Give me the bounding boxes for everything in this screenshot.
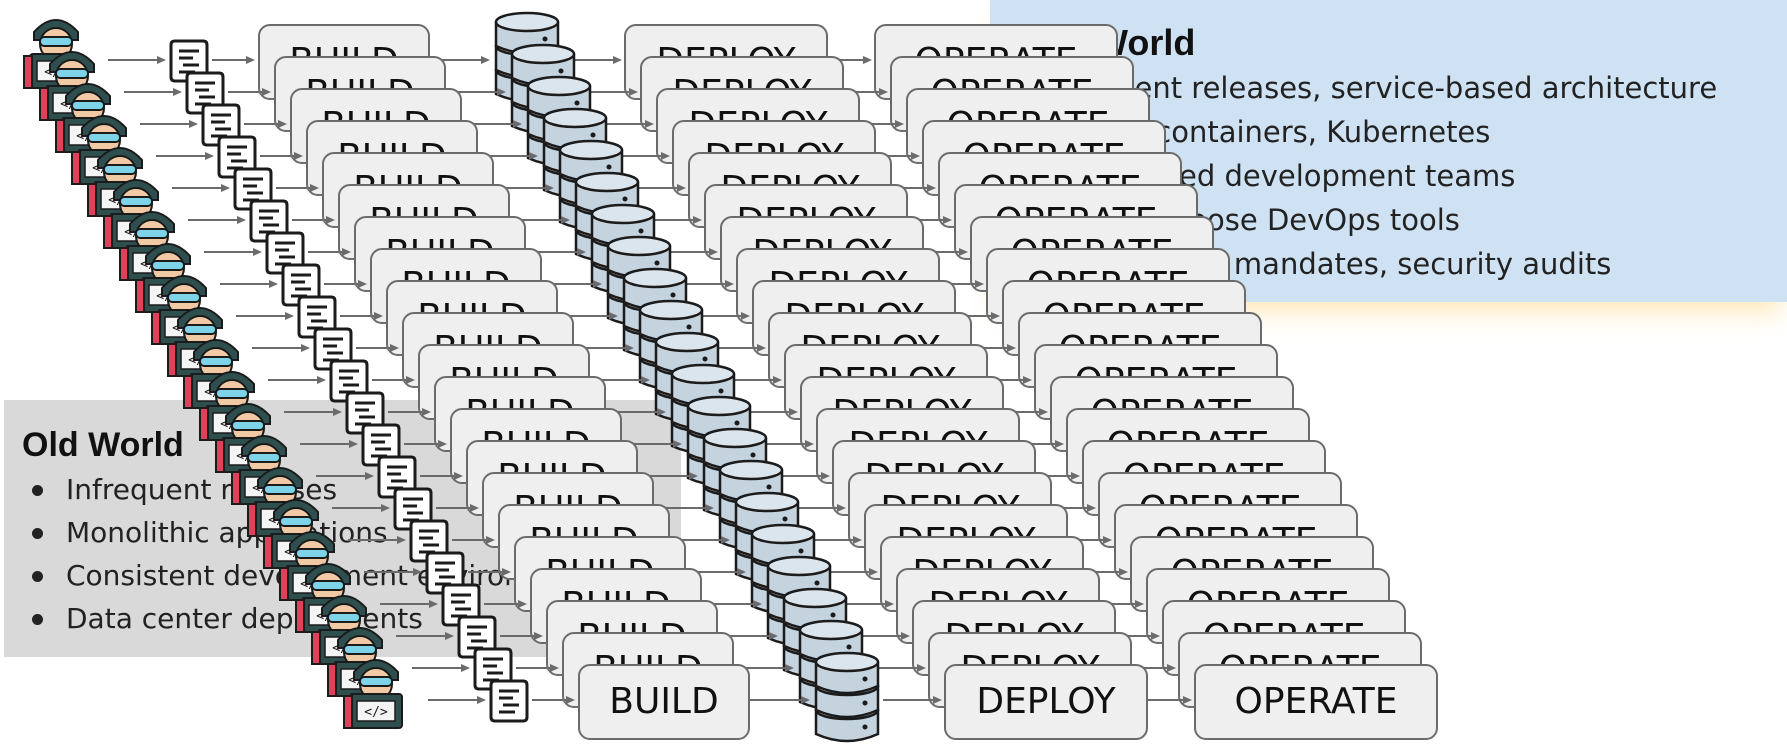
operate-box: OPERATE <box>1194 664 1438 740</box>
flow-arrow <box>324 280 367 288</box>
flow-arrow <box>292 216 335 224</box>
flow-arrow <box>220 280 278 288</box>
code-file-icon <box>489 679 529 723</box>
flow-arrow <box>883 696 942 704</box>
flow-arrow <box>204 248 262 256</box>
code-file-icon <box>281 263 321 307</box>
flow-arrow <box>276 184 319 192</box>
flow-arrow <box>316 472 374 480</box>
new-world-item: Frequent releases, service-based archite… <box>1010 66 1717 110</box>
build-box: BUILD <box>578 664 750 740</box>
flow-arrow <box>348 536 406 544</box>
flow-arrow <box>260 152 303 160</box>
flow-arrow <box>516 664 559 672</box>
flow-arrow <box>356 344 399 352</box>
developer-icon: </> <box>343 659 403 729</box>
code-file-icon <box>185 71 225 115</box>
flow-arrow <box>340 312 383 320</box>
server-database-icon <box>814 651 880 743</box>
deploy-box: DEPLOY <box>944 664 1148 740</box>
svg-text:</>: </> <box>364 705 388 720</box>
flow-arrow <box>236 312 294 320</box>
flow-arrow <box>252 344 310 352</box>
flow-arrow <box>396 632 454 640</box>
flow-arrow <box>308 248 351 256</box>
flow-arrow <box>380 600 438 608</box>
flow-arrow <box>436 504 479 512</box>
flow-arrow <box>500 632 543 640</box>
flow-arrow <box>428 696 486 704</box>
flow-arrow <box>412 664 470 672</box>
flow-arrow <box>188 216 246 224</box>
flow-arrow <box>172 184 230 192</box>
flow-arrow <box>332 504 390 512</box>
code-file-icon <box>393 487 433 531</box>
flow-arrow <box>124 88 182 96</box>
flow-arrow <box>268 376 326 384</box>
flow-arrow <box>388 408 431 416</box>
flow-arrow <box>452 536 495 544</box>
developer-icon: </> <box>71 115 131 185</box>
flow-arrow <box>228 88 271 96</box>
flow-arrow <box>404 440 447 448</box>
code-file-icon <box>409 519 449 563</box>
flow-arrow <box>750 696 810 704</box>
flow-arrow <box>156 152 214 160</box>
flow-arrow <box>284 408 342 416</box>
flow-arrow <box>1148 696 1192 704</box>
pipeline-diagram: Old World Infrequent releases Monolithic… <box>4 0 1787 743</box>
flow-arrow <box>244 120 287 128</box>
old-world-title: Old World <box>22 426 184 464</box>
flow-arrow <box>212 56 255 64</box>
flow-arrow <box>108 56 166 64</box>
flow-arrow <box>364 568 422 576</box>
flow-arrow <box>484 600 527 608</box>
flow-arrow <box>468 568 511 576</box>
flow-arrow <box>420 472 463 480</box>
flow-arrow <box>532 696 575 704</box>
flow-arrow <box>372 376 415 384</box>
flow-arrow <box>140 120 198 128</box>
flow-arrow <box>300 440 358 448</box>
